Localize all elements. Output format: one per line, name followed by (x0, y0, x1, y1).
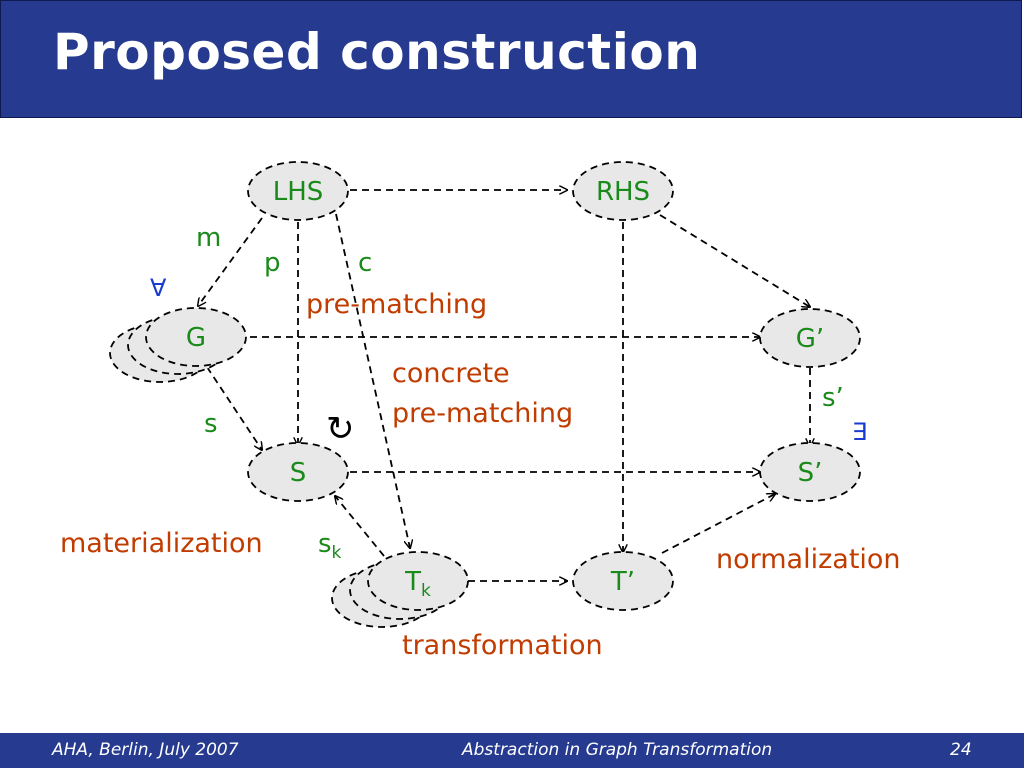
label-concrete-line2: pre-matching (392, 398, 573, 429)
node-t-prime (572, 551, 674, 611)
edge-m (198, 217, 263, 306)
footer-talk-title: Abstraction in Graph Transformation (462, 740, 773, 760)
node-t-prime-label: T’ (610, 567, 635, 597)
node-s-prime-label: S’ (798, 458, 823, 488)
forall-symbol: ∀ (150, 274, 167, 302)
node-s-prime (759, 442, 861, 502)
node-t-subscript: k (421, 581, 431, 601)
footer-page-number: 24 (950, 740, 972, 760)
label-normalization: normalization (716, 544, 901, 575)
label-p: p (264, 248, 281, 278)
node-g-prime (759, 308, 861, 368)
node-t (367, 551, 469, 611)
node-s (247, 442, 349, 502)
footer-bar: AHA, Berlin, July 2007 Abstraction in Gr… (0, 733, 1024, 768)
construction-diagram: LHS RHS G G’ S S’ Tk T’ m p c s s’ sk ∀ … (60, 161, 901, 661)
rotate-icon: ↻ (326, 409, 355, 449)
title-bar: Proposed construction (0, 0, 1022, 118)
label-concrete-line1: concrete (392, 358, 510, 389)
node-g-label: G (186, 323, 206, 353)
node-lhs-label: LHS (273, 177, 324, 207)
edge-s-k (335, 496, 385, 557)
edge-rhs-gprime (659, 214, 810, 307)
node-g-prime-label: G’ (796, 324, 824, 354)
label-s: s (204, 409, 218, 439)
label-pre-matching: pre-matching (306, 289, 487, 320)
edge-normalization (661, 494, 775, 554)
label-s-k-subscript: k (332, 543, 342, 563)
node-s-label: S (290, 458, 307, 488)
node-rhs-label: RHS (596, 177, 650, 207)
node-t-main: T (404, 567, 421, 597)
node-lhs (247, 161, 349, 221)
label-transformation: transformation (402, 630, 603, 661)
edge-s (206, 366, 262, 450)
label-s-prime: s’ (822, 383, 844, 413)
label-s-k-main: s (318, 529, 332, 559)
node-g (145, 307, 247, 367)
node-rhs (572, 161, 674, 221)
node-t-label: Tk (404, 567, 431, 601)
exists-symbol: ∃ (852, 418, 867, 446)
label-m: m (196, 223, 221, 253)
footer-event: AHA, Berlin, July 2007 (52, 740, 239, 760)
label-c: c (358, 248, 372, 278)
slide-title: Proposed construction (53, 23, 701, 81)
label-materialization: materialization (60, 528, 263, 559)
label-s-k: sk (318, 529, 342, 563)
edge-c (335, 213, 410, 548)
